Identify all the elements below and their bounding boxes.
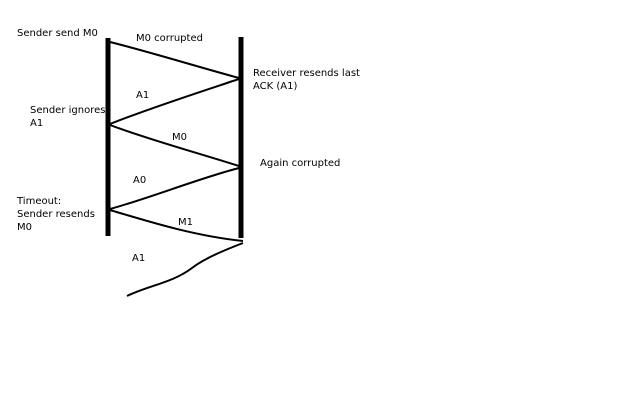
timeout-label-line1: Timeout: [17, 196, 62, 207]
sender-ignores-label-line2: A1 [30, 118, 44, 129]
timeout-label-line2: Sender resends [17, 209, 95, 220]
final-a1-message-label: A1 [132, 253, 146, 264]
message-arrow-m0-corrupted [109, 41, 240, 79]
timeout-label-line3: M0 [17, 222, 32, 233]
message-arrow-m0-again [109, 124, 240, 167]
m0-corrupted-label: M0 corrupted [136, 33, 203, 44]
sender-send-m0-label: Sender send M0 [17, 28, 98, 39]
message-arrow-m1 [109, 209, 244, 242]
message-arrow-a1 [109, 78, 240, 125]
sender-ignores-label-line1: Sender ignores [30, 105, 106, 116]
message-arrow-a0 [109, 167, 240, 210]
a1-message-label: A1 [136, 90, 150, 101]
receiver-resends-label-line1: Receiver resends last [253, 68, 360, 79]
message-arrow-final-a1 [126, 242, 244, 297]
receiver-resends-label-line2: ACK (A1) [253, 81, 298, 92]
again-corrupted-label: Again corrupted [260, 158, 341, 169]
a0-message-label: A0 [133, 175, 147, 186]
m1-message-label: M1 [178, 217, 193, 228]
m0-again-message-label: M0 [172, 132, 187, 143]
